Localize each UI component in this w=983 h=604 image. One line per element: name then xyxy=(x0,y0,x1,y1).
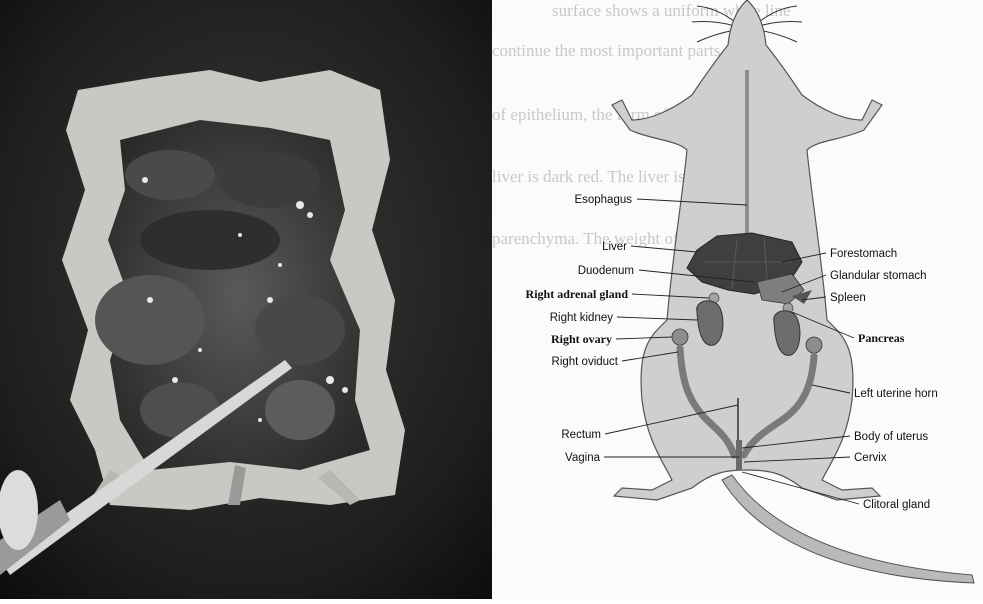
label-spleen: Spleen xyxy=(830,292,866,304)
label-right-kidney: Right kidney xyxy=(550,312,614,324)
label-glandular-stomach: Glandular stomach xyxy=(830,270,927,282)
label-vagina: Vagina xyxy=(565,452,601,464)
label-duodenum: Duodenum xyxy=(578,265,634,277)
dissection-photo-art xyxy=(0,0,492,599)
label-pancreas: Pancreas xyxy=(858,331,905,345)
organ-mass xyxy=(95,275,205,365)
anatomy-diagram-art: surface shows a uniform white line conti… xyxy=(492,0,983,599)
organ-mass xyxy=(265,380,335,440)
organ-mass xyxy=(125,150,215,200)
label-right-ovary: Right ovary xyxy=(551,332,612,346)
organ-mass xyxy=(140,210,280,270)
label-clitoral-gland: Clitoral gland xyxy=(863,499,930,511)
label-rectum: Rectum xyxy=(561,429,601,441)
anatomy-diagram: surface shows a uniform white line conti… xyxy=(492,0,983,599)
left-ovary-organ xyxy=(806,337,822,353)
label-cervix: Cervix xyxy=(854,452,887,464)
label-right-oviduct: Right oviduct xyxy=(552,356,619,368)
background-text-line: continue the most important parts xyxy=(492,41,721,60)
organ-mass xyxy=(255,295,345,365)
label-left-uterine-horn: Left uterine horn xyxy=(854,388,938,400)
dissection-photo xyxy=(0,0,492,599)
label-forestomach: Forestomach xyxy=(830,248,897,260)
label-right-adrenal-gland: Right adrenal gland xyxy=(526,287,629,301)
right-ovary-organ xyxy=(672,329,688,345)
label-body-of-uterus: Body of uterus xyxy=(854,431,928,443)
label-liver: Liver xyxy=(602,241,627,253)
organ-mass xyxy=(220,152,320,208)
label-esophagus: Esophagus xyxy=(574,194,632,206)
